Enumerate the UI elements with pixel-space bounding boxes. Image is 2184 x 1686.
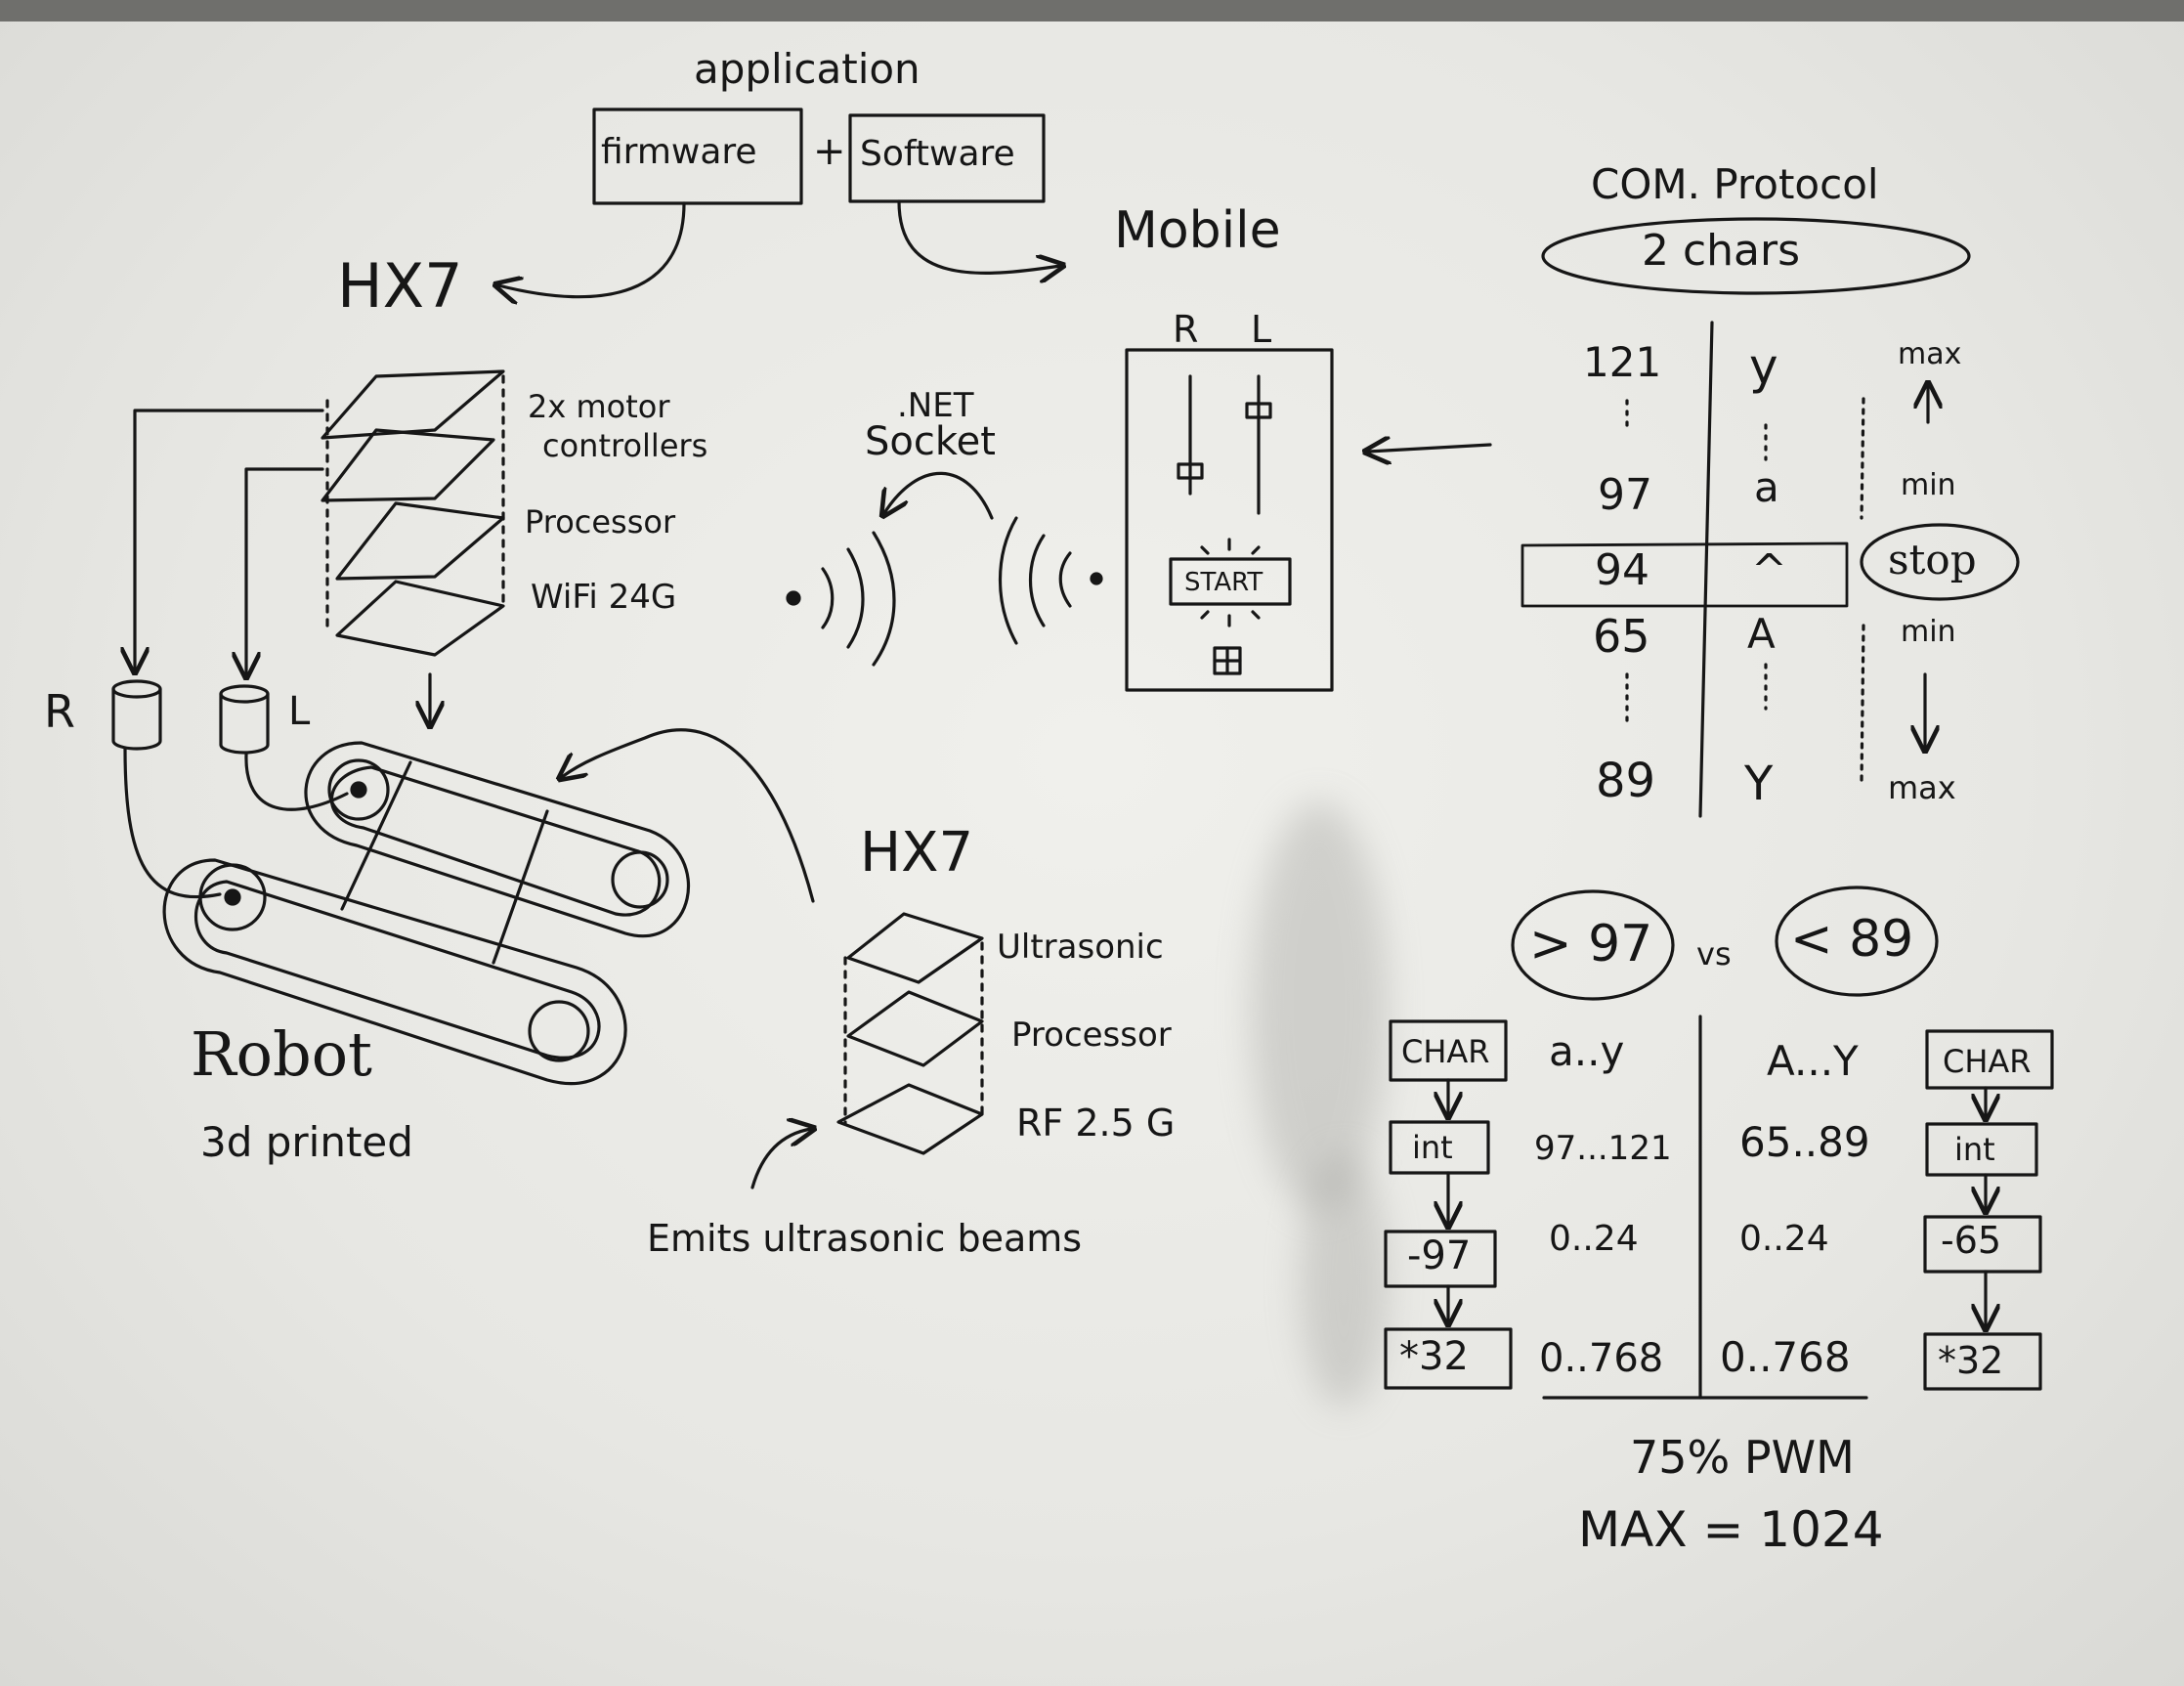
- layer-label-rf: RF 2.5 G: [1016, 1104, 1175, 1142]
- protocol-title: COM. Protocol: [1591, 164, 1879, 205]
- left-step-char: CHAR: [1401, 1036, 1490, 1067]
- left-range-offset: 0..24: [1549, 1222, 1639, 1257]
- start-label: START: [1184, 570, 1263, 595]
- net-label: .NET: [897, 389, 974, 422]
- code-89: 89: [1596, 757, 1655, 804]
- mobile-label: Mobile: [1114, 205, 1281, 256]
- code-94: 94: [1595, 549, 1649, 592]
- application-label: application: [694, 49, 921, 90]
- layer-motor-a: [322, 371, 503, 438]
- right-step-minus: -65: [1941, 1222, 2001, 1259]
- hx7-top-label: HX7: [337, 256, 463, 317]
- right-step-mult: *32: [1938, 1342, 2003, 1379]
- left-range-chars: a..y: [1549, 1031, 1624, 1072]
- code-97: 97: [1598, 474, 1652, 517]
- label-min-top: min: [1901, 471, 1956, 500]
- compare-left: > 97: [1529, 919, 1652, 970]
- char-y: y: [1749, 342, 1778, 391]
- socket-label: Socket: [865, 422, 996, 461]
- socket-arrow: [884, 473, 992, 518]
- max-label: MAX = 1024: [1578, 1505, 1884, 1554]
- layer-label-controllers: controllers: [542, 430, 707, 461]
- robot-label: Robot: [191, 1024, 372, 1085]
- left-step-mult: *32: [1399, 1337, 1469, 1376]
- char-A: A: [1747, 614, 1776, 655]
- layer-motor-b: [322, 430, 493, 500]
- label-min-bottom: min: [1901, 618, 1956, 647]
- layer-rf: [838, 1085, 982, 1153]
- motor-left-label: L: [288, 692, 310, 731]
- layer-label-ultrasonic: Ultrasonic: [997, 930, 1164, 964]
- label-max-top: max: [1898, 340, 1961, 369]
- hx7-bottom-label: HX7: [860, 826, 973, 881]
- mobile-right-label: R: [1173, 311, 1198, 348]
- pwm-label: 75% PWM: [1630, 1435, 1855, 1480]
- emits-arrow: [752, 1129, 811, 1188]
- label-stop: stop: [1888, 540, 1977, 581]
- char-caret: ^: [1751, 549, 1787, 592]
- left-step-minus: -97: [1407, 1236, 1471, 1275]
- software-label: Software: [860, 137, 1015, 172]
- code-121: 121: [1583, 342, 1661, 383]
- layer-label-processor-2: Processor: [1011, 1018, 1172, 1052]
- motor-left-icon: [221, 686, 268, 753]
- left-step-int: int: [1412, 1132, 1453, 1163]
- arrow-to-mobile: [899, 201, 1060, 273]
- motor-right-label: R: [44, 689, 75, 734]
- label-max-bottom: max: [1888, 772, 1956, 803]
- layer-label-wifi: WiFi 24G: [531, 581, 676, 614]
- char-a: a: [1754, 467, 1779, 508]
- arrow-to-hx7: [498, 203, 684, 297]
- motor-right-icon: [113, 681, 160, 749]
- layer-label-processor: Processor: [525, 506, 675, 538]
- arrow-to-mobile-from-protocol: [1368, 445, 1490, 452]
- left-range-scaled: 0..768: [1539, 1339, 1663, 1378]
- board-top-edge: [0, 0, 2184, 22]
- layer-ultrasonic: [848, 914, 982, 982]
- firmware-label: firmware: [601, 135, 757, 170]
- mobile-left-label: L: [1251, 311, 1271, 348]
- code-65: 65: [1593, 614, 1650, 659]
- right-range-chars: A...Y: [1767, 1041, 1859, 1082]
- protocol-oval-label: 2 chars: [1642, 230, 1800, 273]
- robot-sub-label: 3d printed: [200, 1122, 413, 1163]
- layer-wifi: [337, 582, 503, 655]
- right-step-int: int: [1954, 1134, 1995, 1165]
- layer-label-motor: 2x motor: [528, 391, 670, 422]
- right-range-scaled: 0..768: [1720, 1337, 1851, 1378]
- compare-right: < 89: [1790, 914, 1913, 965]
- layer-processor-2: [848, 992, 982, 1065]
- char-Y: Y: [1744, 760, 1773, 807]
- compare-vs: vs: [1696, 938, 1732, 970]
- layer-processor: [337, 503, 503, 579]
- emits-note: Emits ultrasonic beams: [647, 1220, 1082, 1257]
- plus-sign: +: [813, 132, 846, 171]
- right-range-ints: 65..89: [1739, 1122, 1870, 1163]
- mobile-phone: [1127, 350, 1332, 690]
- right-step-char: CHAR: [1943, 1046, 2032, 1077]
- left-range-ints: 97...121: [1534, 1132, 1672, 1165]
- right-range-offset: 0..24: [1739, 1222, 1829, 1257]
